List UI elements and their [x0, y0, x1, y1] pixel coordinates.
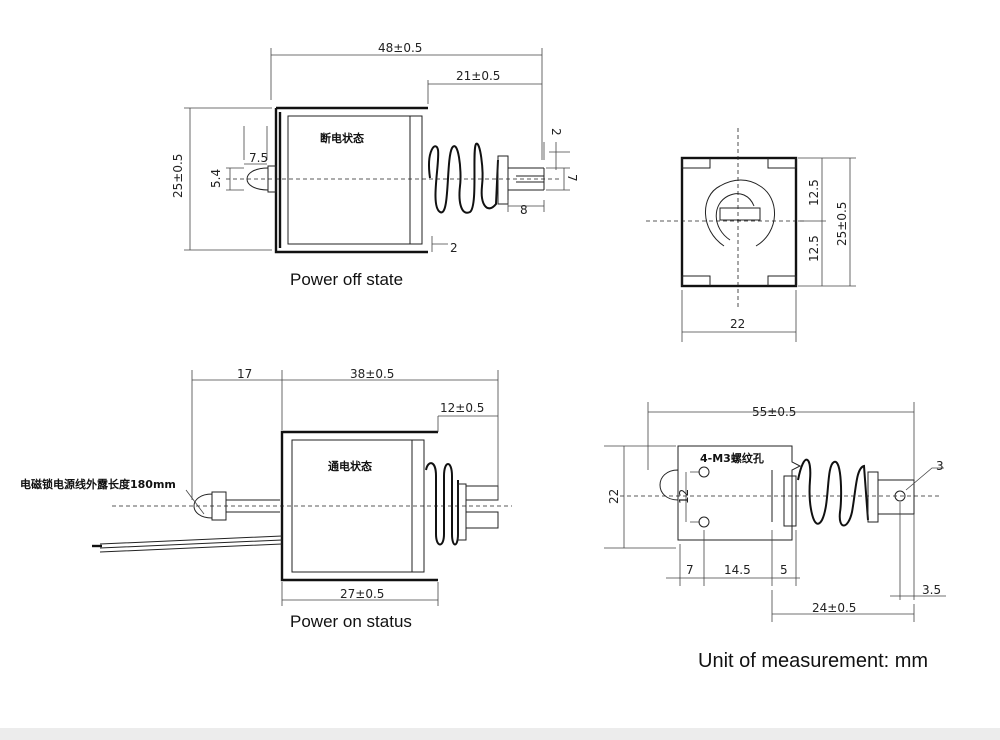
- dim-off-slot-length: 8: [520, 203, 528, 217]
- end-view: [646, 128, 856, 342]
- dim-off-stroke-length: 21±0.5: [456, 69, 500, 83]
- wire-length-note: 电磁锁电源线外露长度180mm: [20, 477, 176, 491]
- bottom-button: [659, 469, 679, 501]
- dim-on-overall-length: 38±0.5: [350, 367, 394, 381]
- dim-bottom-height: 22: [607, 489, 621, 504]
- off-rear-cap: [267, 165, 277, 193]
- dim-off-top-gap: 2: [549, 128, 563, 136]
- off-frame: [274, 106, 428, 254]
- dim-off-button-dia: 5.4: [209, 169, 223, 188]
- dim-on-stroke: 12±0.5: [440, 401, 484, 415]
- dim-bottom-overall-length: 55±0.5: [752, 405, 796, 419]
- dim-bottom-pin-offset: 3.5: [922, 583, 941, 597]
- end-slot: [719, 207, 761, 221]
- dim-bottom-pin-hole: 3: [936, 459, 944, 473]
- dim-off-height: 25±0.5: [171, 154, 185, 198]
- unit-of-measurement-note: Unit of measurement: mm: [698, 650, 928, 672]
- power-on-view: [92, 370, 512, 606]
- bottom-hole-2: [698, 516, 710, 528]
- off-washer: [497, 155, 509, 205]
- dim-end-upper-half: 12.5: [807, 179, 821, 206]
- bottom-hole-1: [698, 466, 710, 478]
- on-spring: [425, 462, 459, 546]
- dim-on-button-length: 17: [237, 367, 252, 381]
- dim-off-slot-width: 7: [565, 174, 579, 182]
- bottom-spring: [797, 458, 869, 527]
- on-state-label: 通电状态: [328, 459, 372, 473]
- dim-on-body-length: 27±0.5: [340, 587, 384, 601]
- end-body: [680, 156, 798, 288]
- caption-power-off: Power off state: [290, 270, 403, 289]
- dim-off-button-length: 7.5: [249, 151, 268, 165]
- footer-band: [0, 728, 1000, 740]
- thread-hole-note: 4-M3螺纹孔: [700, 451, 764, 465]
- off-plunger: [508, 167, 545, 191]
- bottom-body: [677, 445, 802, 541]
- dim-off-overall-length: 48±0.5: [378, 41, 422, 55]
- dim-bottom-edge-offset: 5: [780, 563, 788, 577]
- dim-bottom-hole-spacing: 12: [677, 489, 691, 504]
- off-state-label: 断电状态: [320, 131, 364, 145]
- dim-bottom-plunger-length: 24±0.5: [812, 601, 856, 615]
- caption-power-on: Power on status: [290, 612, 412, 631]
- dim-end-height: 25±0.5: [835, 202, 849, 246]
- bottom-view: [604, 402, 946, 622]
- power-off-view: [184, 48, 570, 254]
- dim-end-width: 22: [730, 317, 745, 331]
- dim-bottom-hole-pitch: 14.5: [724, 563, 751, 577]
- dim-end-lower-half: 12.5: [807, 235, 821, 262]
- dim-bottom-hole-offset: 7: [686, 563, 694, 577]
- off-spring: [428, 142, 499, 214]
- dim-off-bottom-gap: 2: [450, 241, 458, 255]
- off-side-plate: [410, 115, 423, 245]
